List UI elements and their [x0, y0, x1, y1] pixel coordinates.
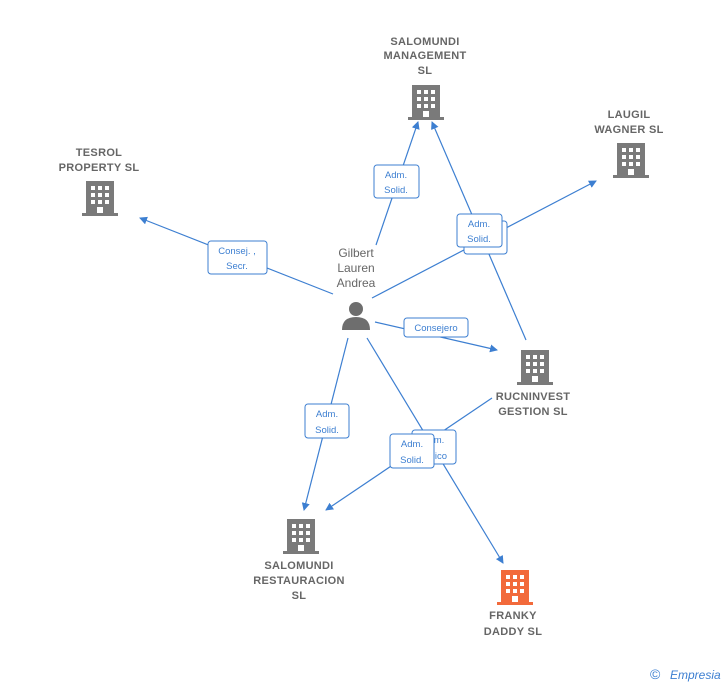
company-name-line: WAGNER SL	[594, 124, 663, 136]
edge-label-line: Consej. ,	[218, 246, 256, 257]
edge-label-consejero[interactable]: Consejero	[403, 317, 469, 338]
copyright-icon: ©	[650, 666, 661, 682]
company-name-line: SALOMUNDI	[264, 560, 333, 572]
edge-label-consej-secr[interactable]: Consej. , Secr.	[207, 240, 268, 275]
brand-logo-text: Empresia	[670, 668, 721, 682]
company-name-line: SL	[418, 65, 433, 77]
company-name-line: PROPERTY SL	[59, 162, 140, 174]
person-name-line: Gilbert	[338, 246, 374, 260]
edge-label-line: Adm.	[468, 219, 490, 230]
building-icon	[613, 143, 649, 178]
company-node-salomundi-restauracion[interactable]: SALOMUNDI RESTAURACION SL	[253, 519, 344, 602]
footer-brand: © Empresia	[650, 666, 721, 682]
edge-label-line: Adm.	[385, 170, 407, 181]
building-icon-highlighted	[497, 570, 533, 605]
edge-label-adm-solid-restauracion[interactable]: Adm. Solid.	[304, 403, 350, 439]
company-node-franky-daddy[interactable]: FRANKY DADDY SL	[484, 570, 542, 638]
building-icon	[82, 181, 118, 216]
edge-label-line: ico	[435, 451, 447, 462]
company-node-rucninvest-gestion[interactable]: RUCNINVEST GESTION SL	[496, 350, 571, 418]
edge-label-line: Adm.	[316, 409, 338, 420]
edge-label-line: Solid.	[400, 455, 424, 466]
building-icon	[283, 519, 319, 554]
edge-label-line: Secr.	[226, 261, 248, 272]
person-node-gilbert[interactable]: Gilbert Lauren Andrea	[337, 246, 376, 330]
edge-label-adm-solid-management[interactable]: Adm. Solid.	[373, 164, 420, 199]
edge-label-line: Consejero	[414, 323, 457, 334]
company-name-line: GESTION SL	[498, 406, 568, 418]
company-name-line: DADDY SL	[484, 626, 542, 638]
company-name-line: SL	[292, 590, 307, 602]
company-name-line: RUCNINVEST	[496, 391, 571, 403]
person-name-line: Andrea	[337, 276, 376, 290]
edge-label-line: Adm.	[401, 439, 423, 450]
edge-label-line: Solid.	[384, 185, 408, 196]
building-icon	[517, 350, 553, 385]
company-name-line: FRANKY	[489, 610, 537, 622]
company-node-tesrol-property[interactable]: TESROL PROPERTY SL	[59, 147, 140, 216]
company-name-line: LAUGIL	[608, 109, 651, 121]
edge-label-line: Solid.	[467, 234, 491, 245]
person-name-line: Lauren	[337, 261, 374, 275]
person-icon	[342, 302, 370, 330]
company-name-line: TESROL	[76, 147, 122, 159]
edge-label-adm-solid-rucninvest[interactable]: Adm. Solid.	[389, 433, 435, 469]
building-icon	[408, 85, 444, 120]
company-name-line: MANAGEMENT	[383, 50, 466, 62]
company-name-line: RESTAURACION	[253, 575, 344, 587]
edge-label-adm-solid-laugil[interactable]: Adm. Solid.	[456, 213, 508, 255]
company-node-laugil-wagner[interactable]: LAUGIL WAGNER SL	[594, 109, 663, 178]
company-node-salomundi-management[interactable]: SALOMUNDI MANAGEMENT SL	[383, 36, 466, 120]
edges	[139, 121, 597, 564]
company-name-line: SALOMUNDI	[390, 36, 459, 48]
edge-label-line: Solid.	[315, 425, 339, 436]
edge-label-line: m.	[434, 435, 445, 446]
